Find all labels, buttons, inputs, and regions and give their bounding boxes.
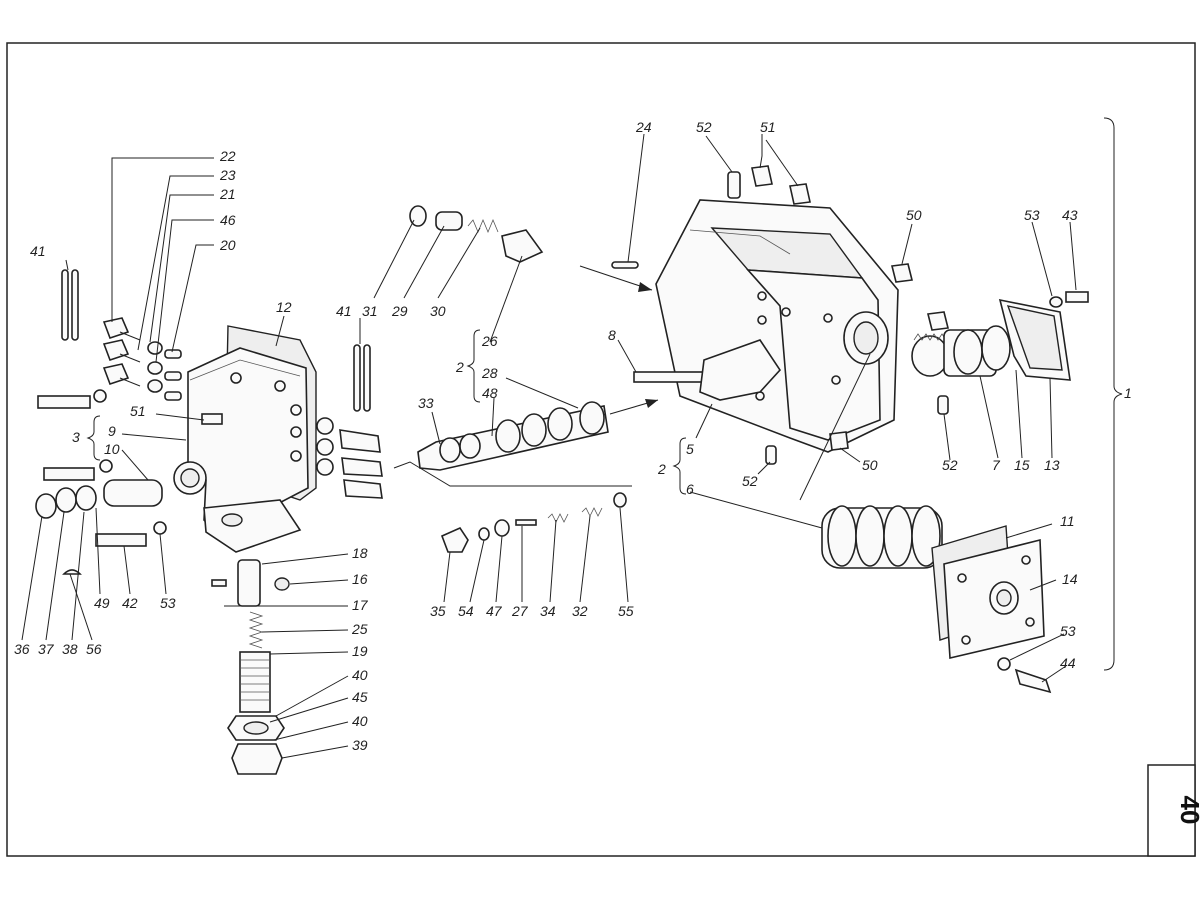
label-25: 25	[351, 621, 368, 637]
label-2-right: 2	[657, 461, 666, 477]
label-26: 26	[481, 333, 498, 349]
label-3: 3	[72, 429, 80, 445]
right-housing-assembly	[611, 165, 1089, 694]
label-46: 46	[220, 212, 236, 228]
label-6: 6	[686, 481, 694, 497]
page-frame	[6, 42, 1196, 857]
label-55: 55	[618, 603, 634, 619]
label-23: 23	[219, 167, 236, 183]
label-53-left: 53	[160, 595, 176, 611]
label-52-bottom: 52	[742, 473, 758, 489]
label-44: 44	[1060, 655, 1076, 671]
label-47: 47	[486, 603, 503, 619]
brace-2-right	[672, 437, 687, 495]
label-21: 21	[219, 186, 236, 202]
label-54: 54	[458, 603, 474, 619]
label-30: 30	[430, 303, 446, 319]
page-number-box	[1147, 764, 1196, 857]
label-19: 19	[352, 643, 368, 659]
label-53-bottom: 53	[1060, 623, 1076, 639]
leader-lines	[21, 133, 1077, 759]
label-11: 11	[1060, 513, 1075, 529]
label-50-top: 50	[906, 207, 922, 223]
plug-35	[440, 526, 469, 553]
label-50-bottom: 50	[862, 457, 878, 473]
label-14: 14	[1062, 571, 1078, 587]
label-18: 18	[352, 545, 368, 561]
label-41-left: 41	[30, 243, 46, 259]
bolt-8	[633, 371, 711, 383]
label-29: 29	[391, 303, 408, 319]
label-20: 20	[219, 237, 236, 253]
label-51-right: 51	[760, 119, 776, 135]
plunger-19	[239, 651, 271, 713]
label-15: 15	[1014, 457, 1030, 473]
brace-2-center	[466, 329, 481, 403]
label-40-upper: 40	[352, 667, 368, 683]
label-17: 17	[352, 597, 369, 613]
part-labels: 22 23 21 46 20 41 12 51 3 9 10 36 37 38 …	[14, 119, 1132, 753]
label-43: 43	[1062, 207, 1078, 223]
label-2-center: 2	[455, 359, 464, 375]
label-41-center: 41	[336, 303, 352, 319]
label-8: 8	[608, 327, 616, 343]
label-22: 22	[219, 148, 236, 164]
label-28: 28	[481, 365, 498, 381]
label-13: 13	[1044, 457, 1060, 473]
label-40-lower: 40	[352, 713, 368, 729]
cap-26	[501, 229, 544, 263]
brace-3	[86, 415, 101, 461]
label-12: 12	[276, 299, 292, 315]
label-56: 56	[86, 641, 102, 657]
label-1: 1	[1124, 385, 1132, 401]
spool-18	[237, 559, 261, 607]
nut-39	[231, 743, 283, 775]
label-24: 24	[635, 119, 652, 135]
label-53-top: 53	[1024, 207, 1040, 223]
label-52-top: 52	[696, 119, 712, 135]
label-9: 9	[108, 423, 116, 439]
label-49: 49	[94, 595, 110, 611]
label-45: 45	[352, 689, 368, 705]
label-34: 34	[540, 603, 556, 619]
sleeve-29	[435, 211, 463, 231]
label-51-left: 51	[130, 403, 146, 419]
label-48: 48	[482, 385, 498, 401]
label-37: 37	[38, 641, 55, 657]
label-32: 32	[572, 603, 588, 619]
label-31: 31	[362, 303, 378, 319]
label-10: 10	[104, 441, 120, 457]
label-38: 38	[62, 641, 78, 657]
label-33: 33	[418, 395, 434, 411]
left-valve-block-assembly	[35, 269, 383, 775]
label-27: 27	[511, 603, 529, 619]
label-42: 42	[122, 595, 138, 611]
brace-1	[1103, 117, 1123, 671]
center-spool-parts	[393, 205, 659, 553]
label-5: 5	[686, 441, 694, 457]
label-16: 16	[352, 571, 368, 587]
label-36: 36	[14, 641, 30, 657]
label-39: 39	[352, 737, 368, 753]
label-52-right: 52	[942, 457, 958, 473]
page-number: 40	[1175, 796, 1200, 825]
label-7: 7	[992, 457, 1001, 473]
sleeve-10	[103, 479, 163, 507]
label-35: 35	[430, 603, 446, 619]
